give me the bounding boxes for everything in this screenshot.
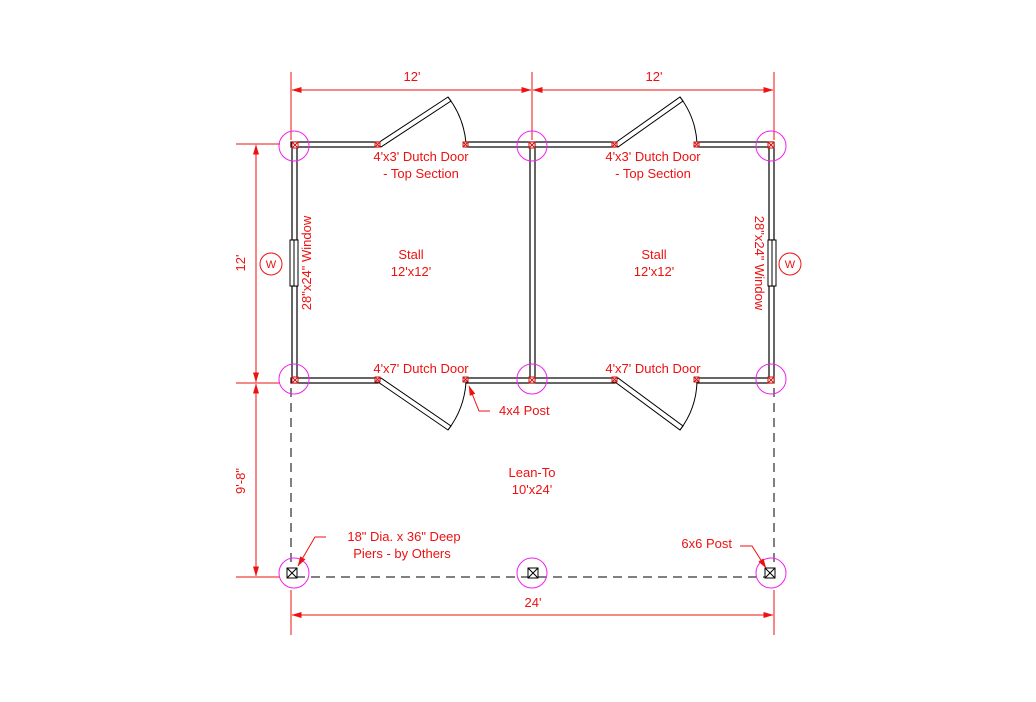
lean-to-size: 10'x24' [512, 482, 552, 497]
post-marker [693, 376, 700, 383]
door-bottom-right-label: 4'x7' Dutch Door [605, 361, 701, 376]
dim-top-right: 12' [646, 69, 663, 84]
post-marker [528, 141, 536, 149]
post-marker [611, 141, 618, 148]
dim-bottom: 24' [525, 595, 542, 610]
stall-right-size: 12'x12' [634, 264, 674, 279]
window-tag-right-label: W [785, 259, 796, 271]
pier-circle [755, 363, 787, 395]
callout-piers: 18" Dia. x 36" Deep Piers - by Others [297, 529, 461, 567]
post-6x6-marker [527, 567, 539, 579]
post-marker [291, 376, 299, 384]
callout-4x4-post-label: 4x4 Post [499, 403, 550, 418]
callout-6x6-post: 6x6 Post [681, 536, 767, 569]
callout-4x4-post: 4x4 Post [468, 385, 550, 418]
door-top-left-label-2: - Top Section [383, 166, 459, 181]
dim-left-upper: 12' [233, 255, 248, 272]
stall-right-name: Stall [641, 247, 666, 262]
post-marker [767, 376, 775, 384]
window-tag-left: W [259, 252, 283, 276]
pier-circle [278, 557, 310, 589]
post-marker [462, 376, 469, 383]
post-marker [528, 376, 536, 384]
dim-left-lower: 9'-8" [233, 468, 248, 494]
pier-circle [755, 557, 787, 589]
door-bottom-right [614, 377, 698, 431]
window-tag-right: W [778, 252, 802, 276]
lean-to-name: Lean-To [509, 465, 556, 480]
post-marker [611, 376, 618, 383]
stall-left-name: Stall [398, 247, 423, 262]
door-bottom-left-label: 4'x7' Dutch Door [373, 361, 469, 376]
door-top-left [377, 96, 467, 148]
post-6x6-marker [764, 567, 776, 579]
posts-6x6 [286, 567, 776, 579]
pier-circle [516, 130, 548, 162]
dimension-lines [236, 72, 775, 635]
callout-piers-label-1: 18" Dia. x 36" Deep [347, 529, 460, 544]
window-left [289, 239, 299, 287]
callout-piers-label-2: Piers - by Others [353, 546, 451, 561]
post-marker [767, 141, 775, 149]
piers [278, 130, 787, 589]
dim-top-left: 12' [404, 69, 421, 84]
door-top-right [614, 96, 698, 148]
pier-circle [278, 363, 310, 395]
post-marker [374, 141, 381, 148]
door-top-right-label-2: - Top Section [615, 166, 691, 181]
post-marker [693, 141, 700, 148]
posts-4x4 [291, 141, 775, 384]
post-marker [462, 141, 469, 148]
post-marker [291, 141, 299, 149]
door-bottom-left [377, 377, 467, 431]
window-tag-left-label: W [266, 259, 277, 271]
window-right [767, 239, 777, 287]
pier-circle [516, 557, 548, 589]
pier-circle [516, 363, 548, 395]
post-marker [374, 376, 381, 383]
post-6x6-marker [286, 567, 298, 579]
pier-circle [755, 130, 787, 162]
callout-6x6-post-label: 6x6 Post [681, 536, 732, 551]
door-top-right-label-1: 4'x3' Dutch Door [605, 149, 701, 164]
walls [290, 141, 775, 384]
pier-circle [278, 130, 310, 162]
lean-to-outline [290, 388, 775, 578]
window-left-label: 28"x24" Window [299, 215, 314, 310]
door-top-left-label-1: 4'x3' Dutch Door [373, 149, 469, 164]
stall-left-size: 12'x12' [391, 264, 431, 279]
window-right-label: 28"x24" Window [752, 216, 767, 311]
